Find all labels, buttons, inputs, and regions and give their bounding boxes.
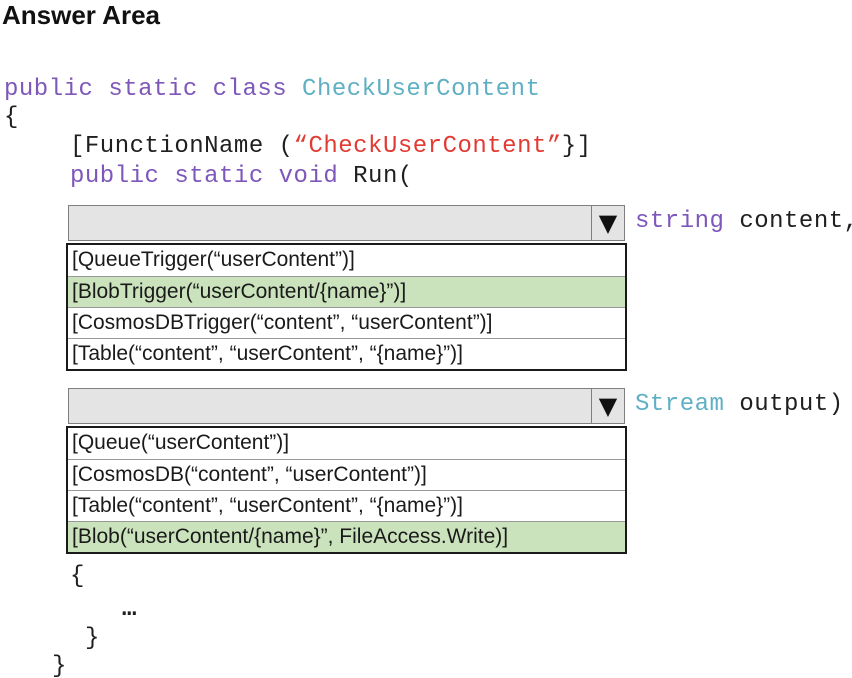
dropdown-arrow-cell[interactable]: ▼ xyxy=(591,389,624,423)
dropdown-option[interactable]: [Table(“content”, “userContent”, “{name}… xyxy=(68,338,625,369)
dropdown-arrow-cell[interactable]: ▼ xyxy=(591,206,624,240)
dropdown-option[interactable]: [CosmosDBTrigger(“content”, “userContent… xyxy=(68,307,625,338)
code-body-ellipsis: … xyxy=(122,596,137,623)
dropdown-arrow-icon: ▼ xyxy=(598,209,618,237)
code-class-close-brace: } xyxy=(52,653,67,678)
dropdown-option-list: [Queue(“userContent”)] [CosmosDB(“content… xyxy=(66,426,627,554)
dropdown-option[interactable]: [Queue(“userContent”)] xyxy=(72,431,290,454)
code-attribute-prefix: [FunctionName ( xyxy=(70,133,294,160)
dropdown-option-selected[interactable]: [Blob(“userContent/{name}”, FileAccess.W… xyxy=(68,521,625,552)
dropdown-select-trigger[interactable]: ▼ xyxy=(68,205,625,241)
dropdown-option-list: [QueueTrigger(“userContent”)] [BlobTrigge… xyxy=(66,243,627,371)
code-keywords: public static class xyxy=(4,76,303,103)
code-method-line: public static void Run( xyxy=(70,163,413,190)
dropdown-option[interactable]: [CosmosDB(“content”, “userContent”)] xyxy=(68,459,625,490)
dropdown-option[interactable]: [QueueTrigger(“userContent”)] xyxy=(72,248,355,271)
dropdown-select-output[interactable]: ▼ xyxy=(68,388,625,424)
dropdown-option-selected[interactable]: [BlobTrigger(“userContent/{name}”)] xyxy=(68,276,625,307)
code-body-close-brace: } xyxy=(85,625,100,652)
code-param-type: string xyxy=(635,208,725,235)
dropdown-group-output: ▼ [Queue(“userContent”)] [CosmosDB(“conte… xyxy=(66,388,627,558)
code-class-name: CheckUserContent xyxy=(302,76,541,103)
code-param-content: string content, xyxy=(635,208,852,235)
code-open-brace: { xyxy=(4,104,19,131)
dropdown-option[interactable]: [Table(“content”, “userContent”, “{name}… xyxy=(68,490,625,521)
page-title: Answer Area xyxy=(2,0,160,30)
code-attribute-string: “CheckUserContent” xyxy=(293,133,562,160)
code-class-line: public static class CheckUserContent xyxy=(4,76,540,103)
code-param-name: content, xyxy=(724,208,852,235)
code-param-name: output) xyxy=(724,391,844,418)
code-attribute-suffix: }] xyxy=(561,133,592,160)
dropdown-arrow-icon: ▼ xyxy=(598,392,618,420)
dropdown-group-trigger: ▼ [QueueTrigger(“userContent”)] [BlobTrig… xyxy=(66,205,627,375)
code-method-name: Run( xyxy=(353,163,413,190)
code-param-type: Stream xyxy=(635,391,725,418)
code-param-output: Stream output) xyxy=(635,391,844,418)
code-attribute-line: [FunctionName (“CheckUserContent”}] xyxy=(70,133,592,160)
code-body-open-brace: { xyxy=(70,563,85,590)
code-keywords: public static void xyxy=(70,163,354,190)
